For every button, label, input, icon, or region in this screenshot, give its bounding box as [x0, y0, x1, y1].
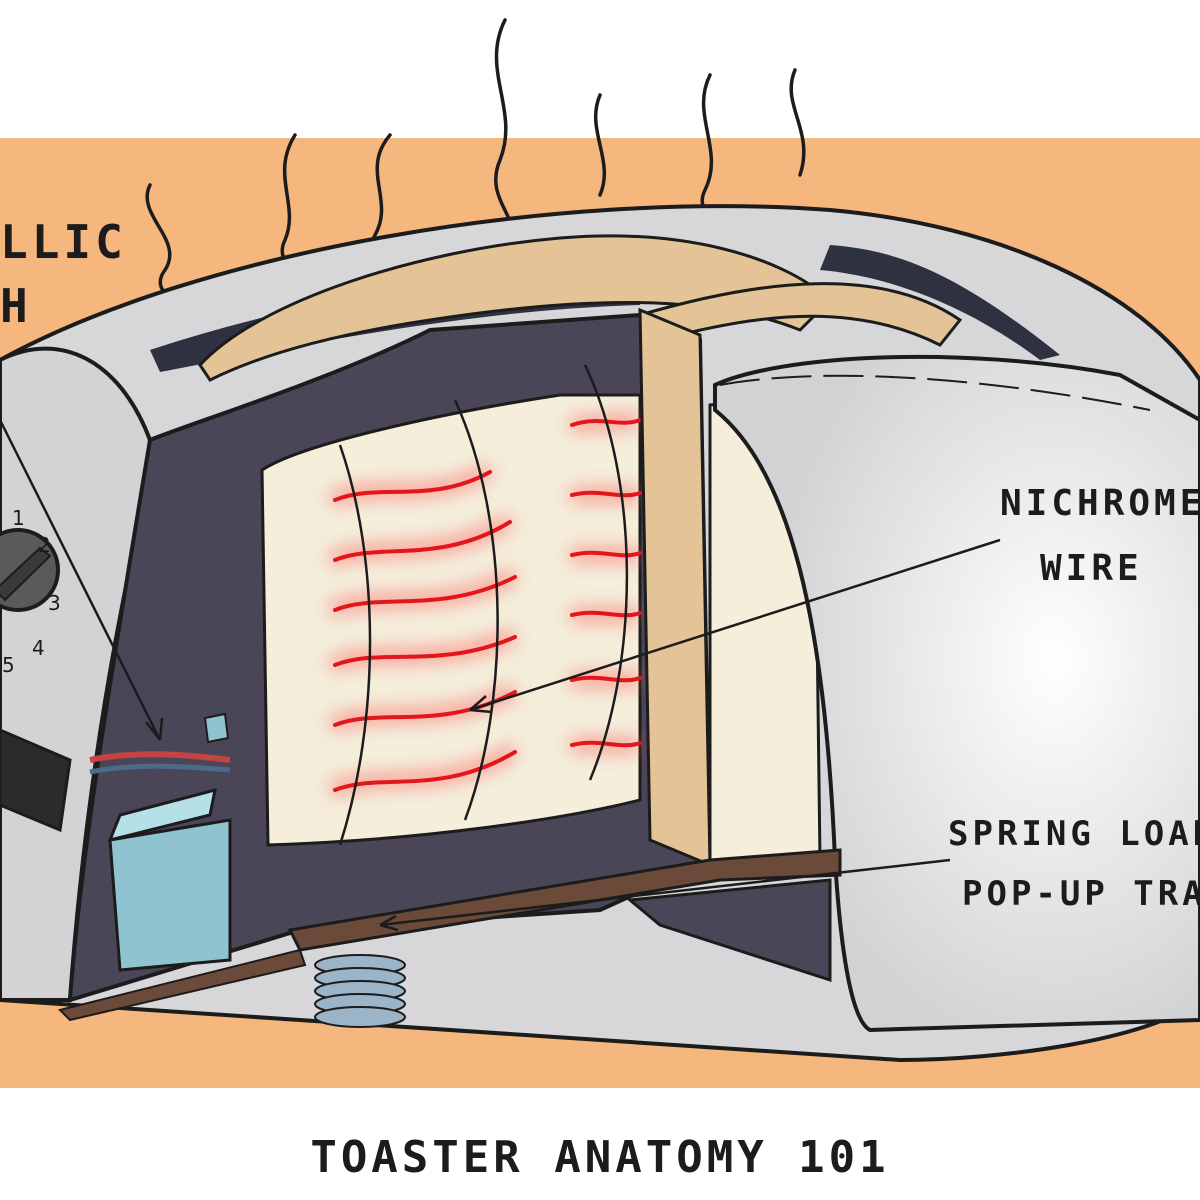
dial-number-5: 5 [2, 653, 15, 677]
nichrome-label-line2: WIRE [1040, 548, 1143, 589]
internal-wiring-blue [89, 763, 231, 775]
circuit-box [108, 818, 232, 972]
thermostat-sensor [203, 712, 230, 744]
internal-wiring [89, 751, 231, 763]
dial-number-3: 3 [48, 591, 61, 615]
spring-label-line2: POP-UP TRAY [962, 874, 1200, 914]
right-panel-seam [719, 374, 1151, 411]
metallic-label-line1: LLIC [0, 215, 127, 269]
browning-dial [0, 528, 60, 612]
circuit-box-flap [107, 787, 217, 843]
dial-number-1: 1 [12, 506, 25, 530]
bread-slot-back [820, 245, 1060, 360]
wire-supports [338, 364, 629, 846]
spring [314, 954, 406, 1028]
bread-slice-side [638, 307, 712, 868]
nichrome-label-line1: NICHROME [1000, 483, 1200, 524]
metallic-label-line2: H [0, 279, 32, 333]
dial-numbers: 1 2 3 4 5 [2, 506, 61, 677]
interior-floor [626, 878, 832, 983]
dial-number-2: 2 [38, 533, 51, 557]
caption: TOASTER ANATOMY 101 [310, 1132, 889, 1183]
leader-arrows [0, 419, 1001, 932]
bread-slice-back [637, 282, 963, 347]
tray-rod [58, 948, 307, 1022]
spring-label-line1: SPRING LOADE [948, 814, 1200, 854]
dial-number-4: 4 [32, 636, 45, 660]
toast-lever [0, 728, 72, 833]
